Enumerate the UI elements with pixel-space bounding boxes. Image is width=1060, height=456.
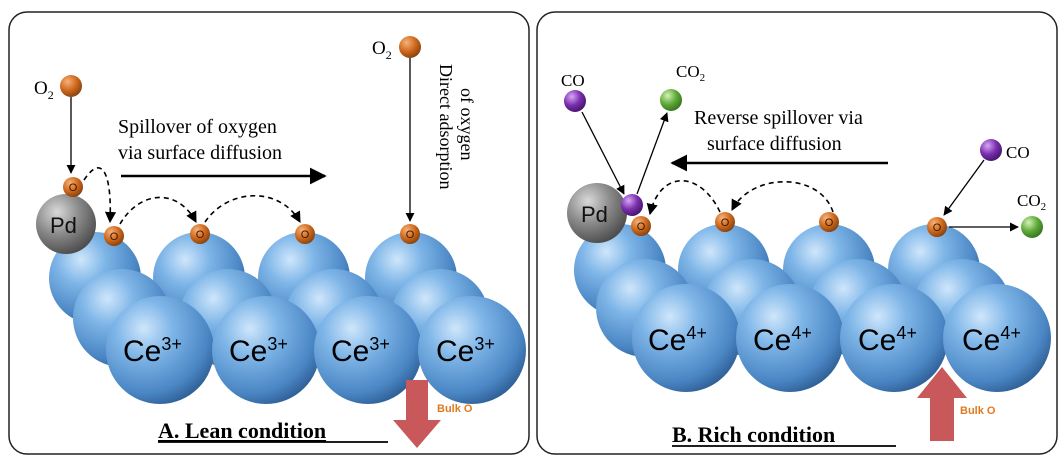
ce-ion-label: Ce3+ [436,334,495,368]
ce-ion-label: Ce3+ [229,334,288,368]
palladium-particle-icon [567,183,627,243]
ceria-sphere-icon [314,296,422,404]
oxygen-atom-icon [63,177,83,197]
oxygen-atom-icon [819,212,839,232]
ceria-sphere-icon [736,284,844,392]
hop-arrow [204,194,301,223]
co2-desorption-arrow [636,112,669,195]
spillover-text-line2: via surface diffusion [118,142,282,164]
hop-arrow [119,196,197,225]
oxygen-atom-label: O [933,222,942,234]
co-molecule-icon [621,194,643,216]
co-adsorption-arrow-right [943,159,985,216]
panel-lean-condition: Ce3+ Ce3+ Ce3+ Ce3+ Pd O O O O O O2 O2 [8,11,530,455]
ceria-sphere-icon [943,284,1051,392]
panel-a-title: A. Lean condition [158,418,326,443]
panel-b-title: B. Rich condition [672,422,835,447]
oxygen-atom-label: O [637,221,646,233]
oxygen-atom-icon [60,75,82,97]
ceria-front-row [632,284,1051,392]
ceria-sphere-icon [632,284,740,392]
co2-right-label: CO2 [1017,191,1046,213]
ce-ion-label: Ce4+ [962,323,1021,357]
hop-arrow [731,181,834,213]
ce-ion-labels: Ce3+ Ce3+ Ce3+ Ce3+ [123,334,495,368]
ce-ion-label: Ce4+ [858,323,917,357]
ce-ion-label: Ce4+ [753,323,812,357]
oxygen-atom-label: O [69,182,78,194]
oxygen-atom-icon [927,217,947,237]
oxygen-atom-icon [399,36,421,58]
spillover-text-line1: Spillover of oxygen [118,116,277,138]
bulk-oxygen-up-arrow [917,367,967,441]
oxygen-atom-icon [295,224,315,244]
diffusion-hops [83,167,301,225]
ce-ion-label: Ce3+ [123,334,182,368]
oxygen-atom-icon [104,226,124,246]
o2-right-label: O2 [372,38,392,62]
co-left-label: CO [561,71,585,90]
co-molecule-icon [980,139,1002,161]
panel-rich-condition: Ce4+ Ce4+ Ce4+ Ce4+ Pd O O O O CO CO2 [536,11,1058,455]
oxygen-atom-label: O [301,229,310,241]
reverse-spillover-line2: surface diffusion [707,133,842,155]
oxygen-atom-icon [715,212,735,232]
oxygen-atom-label: O [406,229,415,241]
oxygen-atom-label: O [721,217,730,229]
oxygen-atom-label: O [196,229,205,241]
direct-adsorption-line1: Direct adsorption [436,64,456,189]
direct-adsorption-line2: of oxygen [457,88,477,160]
direct-adsorption-text: Direct adsorption of oxygen [436,64,477,189]
co-molecule-icon [564,90,586,112]
co-adsorption-arrow [581,111,625,195]
ce-ion-label: Ce4+ [648,323,707,357]
o2-left-label: O2 [34,78,54,102]
co2-left-label: CO2 [676,62,705,84]
reverse-spillover-line1: Reverse spillover via [694,107,863,129]
bulk-oxygen-label: Bulk O [437,403,473,415]
pd-label: Pd [50,213,77,238]
surface-oxygen-atoms [631,212,947,237]
ceria-sphere-icon [418,296,526,404]
oxygen-atom-label: O [110,231,119,243]
palladium-particle-icon [36,194,96,254]
surface-oxygen-atoms [63,177,420,246]
hop-arrow [83,167,117,224]
co-right-label: CO [1006,143,1030,162]
diffusion-hops [646,179,834,216]
bulk-oxygen-label: Bulk O [960,405,996,417]
oxygen-atom-icon [190,224,210,244]
ce-ion-label: Ce3+ [331,334,390,368]
ceria-sphere-icon [212,296,320,404]
ce-ion-labels: Ce4+ Ce4+ Ce4+ Ce4+ [648,323,1021,357]
ceria-sphere-icon [106,296,214,404]
oxygen-atom-label: O [825,217,834,229]
bulk-oxygen-down-arrow [393,380,441,448]
pd-label: Pd [581,202,608,227]
ceria-sphere-icon [840,284,948,392]
ceria-front-row [106,296,526,404]
oxygen-atom-labels: O O O O O [69,182,415,243]
oxygen-atom-icon [631,216,651,236]
oxygen-atom-labels: O O O O [637,217,942,234]
co2-molecule-icon [660,89,682,111]
co2-molecule-icon [1021,216,1043,238]
oxygen-atom-icon [400,224,420,244]
